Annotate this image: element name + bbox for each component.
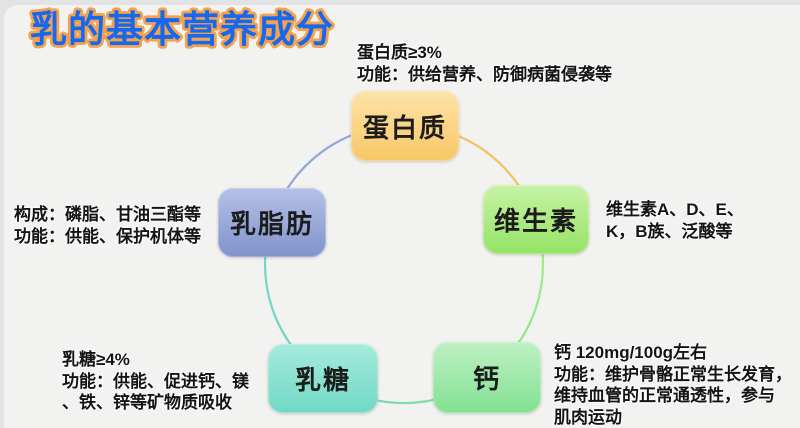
note-calcium-line: 功能：维护骨骼正常生长发育， bbox=[554, 364, 792, 384]
node-milkfat-label: 乳脂肪 bbox=[229, 210, 314, 239]
note-vitamin: 维生素A、D、E、 K，B族、泛酸等 bbox=[606, 199, 744, 242]
note-lactose-line: 功能：供能、促进钙、镁 bbox=[62, 371, 249, 391]
node-calcium-label: 钙 bbox=[472, 365, 501, 394]
node-lactose: 乳糖 bbox=[268, 344, 378, 413]
slide-title: 乳的基本营养成分 bbox=[27, 5, 336, 53]
note-milkfat-line: 构成：磷脂、甘油三酯等 bbox=[14, 205, 201, 224]
note-vitamin-line: K，B族、泛酸等 bbox=[606, 221, 733, 241]
note-protein-line: 蛋白质≥3% bbox=[357, 43, 442, 62]
node-protein: 蛋白质 bbox=[351, 91, 459, 161]
note-milkfat-line: 功能：供能、保护机体等 bbox=[14, 226, 201, 246]
note-vitamin-line: 维生素A、D、E、 bbox=[606, 200, 744, 219]
node-vitamin: 维生素 bbox=[483, 185, 589, 254]
note-calcium-line: 钙 120mg/100g左右 bbox=[554, 343, 708, 362]
note-lactose: 乳糖≥4% 功能：供能、促进钙、镁 、铁、锌等矿物质吸收 bbox=[62, 349, 249, 414]
note-calcium-line: 肌肉运动 bbox=[554, 407, 622, 427]
note-protein: 蛋白质≥3% 功能：供给营养、防御病菌侵袭等 bbox=[357, 42, 612, 85]
node-vitamin-label: 维生素 bbox=[493, 207, 578, 236]
note-lactose-line: 乳糖≥4% bbox=[62, 350, 130, 369]
note-lactose-line: 、铁、锌等矿物质吸收 bbox=[62, 393, 232, 412]
node-protein-label: 蛋白质 bbox=[362, 113, 447, 143]
slide-title-text: 乳的基本营养成分 bbox=[30, 8, 334, 50]
slide-background bbox=[4, 5, 800, 428]
note-protein-line: 功能：供给营养、防御病菌侵袭等 bbox=[357, 64, 612, 84]
node-milkfat: 乳脂肪 bbox=[218, 188, 326, 257]
note-calcium-line: 维持血管的正常通透性，参与 bbox=[554, 386, 775, 405]
node-lactose-label: 乳糖 bbox=[294, 366, 351, 395]
note-milkfat: 构成：磷脂、甘油三酯等 功能：供能、保护机体等 bbox=[14, 204, 201, 247]
node-calcium: 钙 bbox=[433, 342, 541, 413]
note-calcium: 钙 120mg/100g左右 功能：维护骨骼正常生长发育， 维持血管的正常通透性… bbox=[554, 342, 792, 428]
